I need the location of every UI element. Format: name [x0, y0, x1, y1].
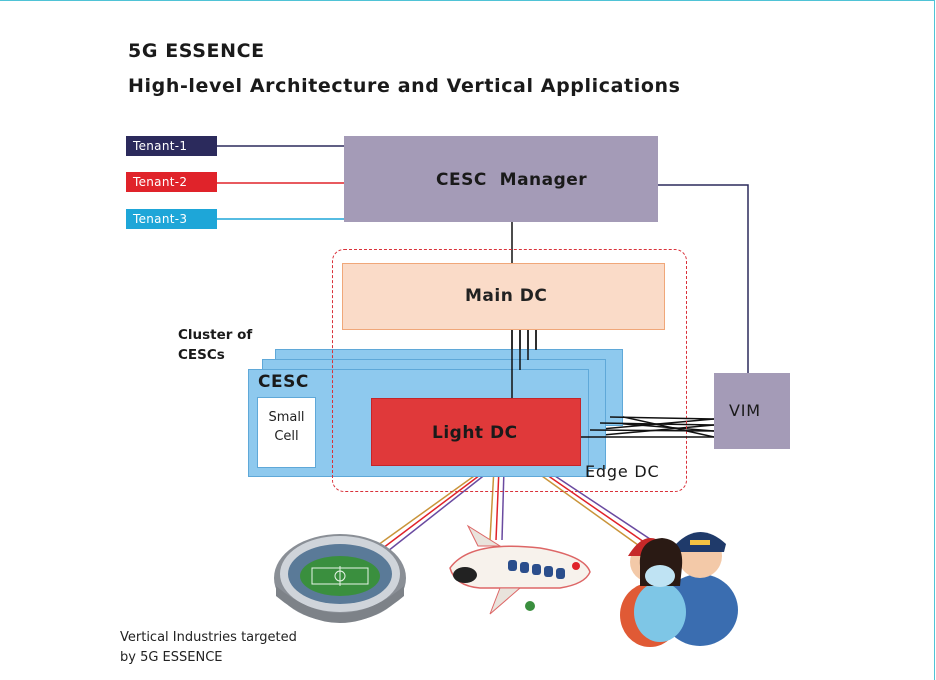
light-dc-label: Light DC [432, 423, 518, 443]
vertical-industries-caption: Vertical Industries targeted by 5G ESSEN… [120, 628, 300, 668]
vim-label: VIM [729, 401, 761, 420]
vim-node: VIM [714, 373, 790, 449]
main-dc-node: Main DC [342, 263, 665, 330]
vertical-industries-caption-text: Vertical Industries targeted by 5G ESSEN… [120, 630, 297, 665]
stadium-icon [274, 534, 406, 623]
tenant-2-badge: Tenant-2 [126, 172, 217, 192]
main-dc-label: Main DC [465, 286, 548, 306]
edge-dc-label: Edge DC [585, 462, 660, 481]
cesc-manager-node: CESC Manager [344, 136, 658, 222]
first-responders-icon [620, 532, 738, 647]
small-cell-label: Small Cell [268, 410, 305, 444]
diagram-subtitle: High-level Architecture and Vertical App… [128, 75, 681, 97]
diagram-title: 5G ESSENCE [128, 40, 265, 62]
airplane-icon [449, 524, 591, 615]
edge-dc-region [332, 249, 687, 492]
cluster-label: Cluster of CESCs [178, 325, 278, 365]
light-dc-node: Light DC [371, 398, 581, 466]
small-cell-node: Small Cell [257, 397, 316, 468]
tenant-1-badge: Tenant-1 [126, 136, 217, 156]
cesc-label: CESC [258, 372, 309, 392]
tenant-3-badge: Tenant-3 [126, 209, 217, 229]
cesc-manager-label: CESC Manager [436, 170, 588, 190]
manager-vim-link [658, 184, 749, 373]
vertical-links [377, 465, 651, 552]
cluster-label-text: Cluster of CESCs [178, 327, 253, 363]
